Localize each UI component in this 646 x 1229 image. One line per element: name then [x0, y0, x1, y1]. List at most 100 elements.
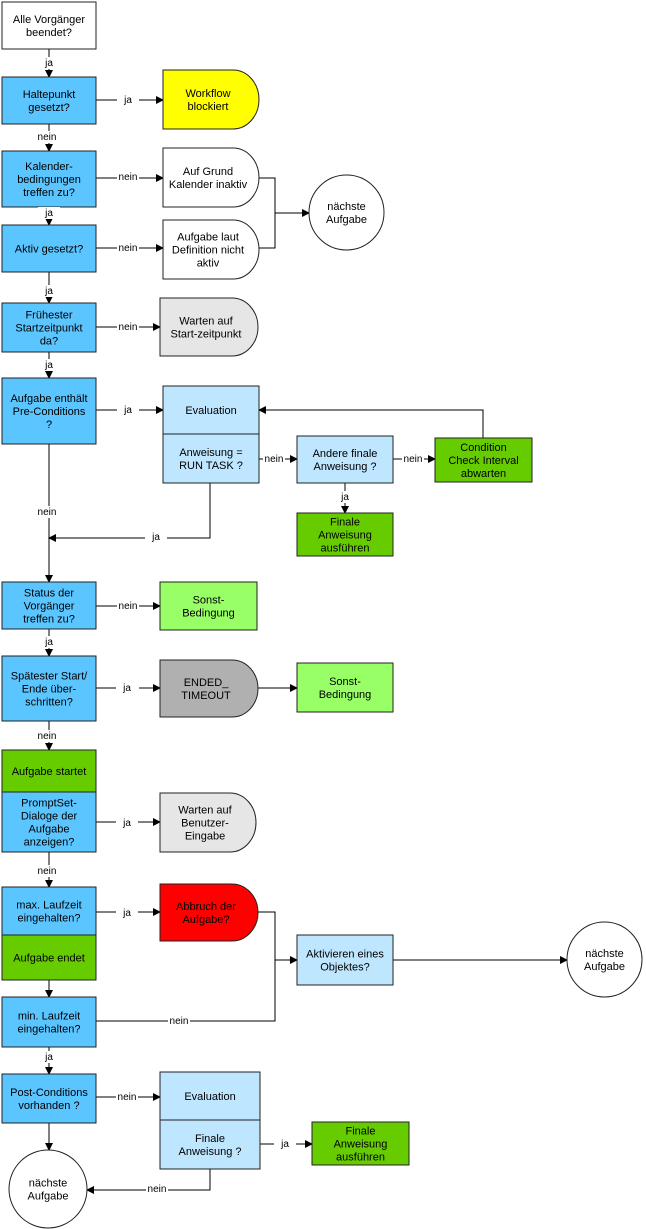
node-shape [1, 377, 97, 445]
node-label: PromptSet- [21, 798, 77, 810]
node-shape [296, 662, 394, 713]
node-shape [159, 659, 259, 718]
node-shape [159, 883, 259, 942]
edge-label-bg [274, 1138, 296, 1150]
edge-label-ja: ja [44, 637, 53, 648]
node-label: bedingungen [17, 174, 81, 186]
node-label: Aktivieren eines [306, 949, 384, 961]
node-label: min. Laufzeit [18, 1011, 80, 1023]
node-label: Anweisung [318, 530, 372, 542]
node-label: eingehalten? [17, 1024, 80, 1036]
node-shape [1, 150, 97, 208]
edge-label-ja: ja [123, 95, 132, 106]
node-shape [1, 302, 97, 353]
node-shape [1, 934, 97, 981]
edge-label-nein: nein [170, 1016, 189, 1027]
node-label: Evaluation [185, 405, 236, 417]
node-shape [1, 655, 97, 722]
node-label: aktiv [197, 258, 220, 270]
node-label: Ende über- [22, 684, 77, 696]
node-sonst-bedingung-1: Sonst-Bedingung [159, 581, 258, 631]
edge-label-bg [38, 636, 60, 648]
edge-label-bg [117, 321, 139, 333]
edge-label-nein: nein [404, 454, 423, 465]
node-label: Alle Vorgänger [13, 14, 85, 26]
node-shape [8, 1149, 88, 1229]
node-label: Dialoge der [21, 811, 78, 823]
edge-label-nein: nein [119, 172, 138, 183]
node-label: Condition [460, 442, 506, 454]
node-shape [1, 886, 97, 936]
node-label: Frühester [25, 310, 72, 322]
edge-label-nein: nein [119, 243, 138, 254]
node-label: Warten auf [178, 805, 232, 817]
edge-label-ja: ja [44, 1052, 53, 1063]
node-label: RUN TASK ? [179, 460, 243, 472]
edge-label-bg [38, 1051, 60, 1063]
node-label: Post-Conditions [10, 1087, 88, 1099]
edge-label-bg [38, 285, 60, 297]
node-label: Auf Grund [183, 166, 233, 178]
node-label: eingehalten? [17, 913, 80, 925]
node-label: da? [40, 336, 58, 348]
node-label: Objektes? [320, 962, 370, 974]
edge-label-bg [402, 453, 424, 465]
node-shape [1, 1073, 97, 1124]
node-label: Haltepunkt [23, 89, 76, 101]
node-label: Definition nicht [172, 245, 244, 257]
edge-label-bg [117, 404, 139, 416]
edge-label-bg [36, 131, 58, 143]
node-shape [1, 224, 97, 273]
node-label: treffen zu? [23, 187, 75, 199]
node-label: schritten? [25, 697, 73, 709]
node-label: Start-zeitpunkt [171, 329, 242, 341]
node-label: blockiert [188, 101, 229, 113]
node-aktiv-gesetzt: Aktiv gesetzt? [1, 224, 97, 273]
node-label: Pre-Conditions [13, 406, 86, 418]
edge-label-bg [117, 94, 139, 106]
node-label: Sonst- [193, 595, 225, 607]
node-label: beendet? [26, 27, 72, 39]
node-label: nächste [29, 1178, 68, 1190]
node-label: max. Laufzeit [16, 900, 81, 912]
node-label: Warten auf [179, 316, 233, 328]
edge-label-bg [146, 1183, 168, 1195]
node-shape [1, 996, 97, 1048]
edge-label-bg [116, 682, 138, 694]
edge-label-ja: ja [123, 405, 132, 416]
node-label: Finale [195, 1133, 225, 1145]
node-spaetester-start: Spätester Start/Ende über-schritten? [1, 655, 97, 722]
edge-label-nein: nein [38, 731, 57, 742]
node-label: Anweisung [334, 1139, 388, 1151]
node-label: Anweisung ? [314, 461, 377, 473]
node-evaluation-1: Evaluation [162, 385, 260, 435]
node-shape [566, 921, 643, 998]
node-label: Status der [24, 588, 74, 600]
edge-label-nein: nein [119, 601, 138, 612]
node-label: Finale [330, 517, 360, 529]
node-label: Eingabe [185, 831, 225, 843]
edge-label-bg [116, 1091, 138, 1103]
node-label: Aufgabe [29, 824, 70, 836]
node-label: ENDED_ [184, 677, 230, 689]
edge-label-bg [116, 817, 138, 829]
edge-label-nein: nein [119, 322, 138, 333]
node-label: treffen zu? [23, 614, 75, 626]
edge-label-bg [36, 865, 58, 877]
node-label: nächste [585, 948, 624, 960]
edge-label-nein: nein [38, 132, 57, 143]
edge-label-bg [117, 171, 139, 183]
node-shape [159, 792, 257, 853]
node-label: Aufgabe laut [177, 232, 239, 244]
